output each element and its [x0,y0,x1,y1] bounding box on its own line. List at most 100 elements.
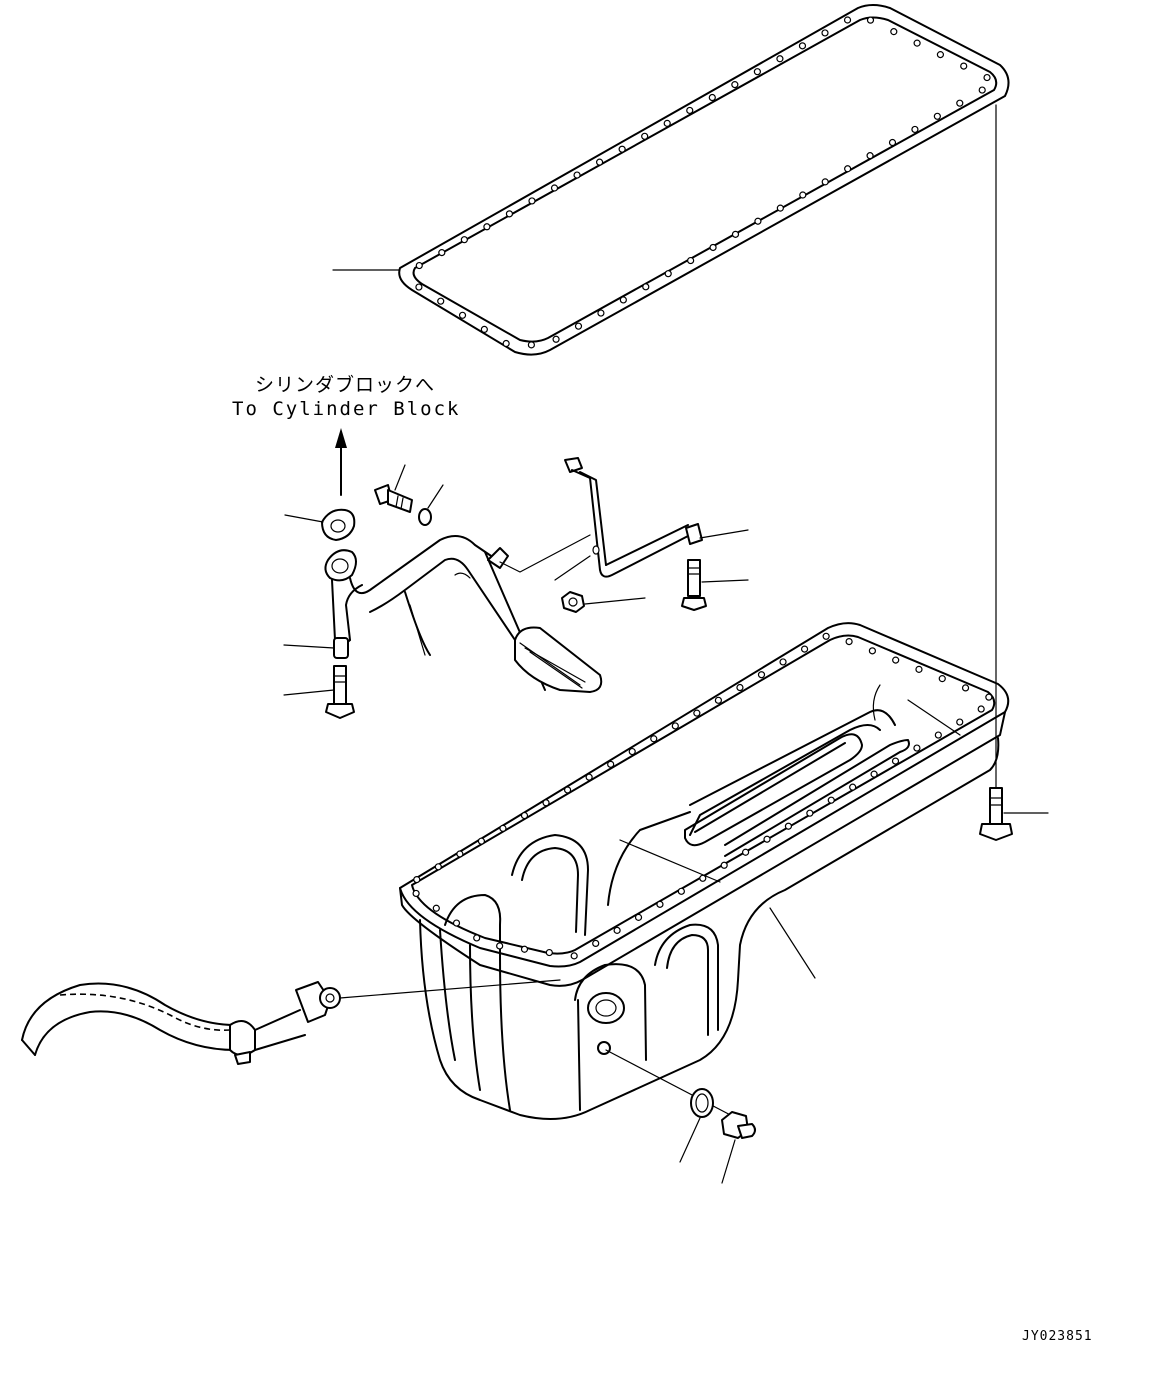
bolt-hole [663,119,671,127]
bolt-hole [985,693,993,701]
bolt-hole [799,191,807,199]
leader-spacer [283,644,335,649]
spacer [333,637,349,659]
bolt-hole [618,145,626,153]
bolt-hole [798,42,807,50]
bolt-hole [480,325,488,334]
leader-drain-plug [721,1139,736,1184]
bolt-hole [757,671,766,679]
bolt-hole [434,863,442,871]
washer [418,508,432,526]
bolt-hole [849,783,857,791]
bolt-hole [714,696,723,704]
drain-plug [721,1111,756,1139]
bolt-hole [460,236,468,244]
bolt-hole [763,835,771,843]
bolt-hole [456,850,464,858]
bolt-hole [597,309,605,317]
bolt-hole [806,809,814,817]
bolt-right [681,559,707,611]
leader-bolt-upper [394,464,406,491]
bolt-hole [913,744,921,752]
nut [561,591,585,613]
bolt-hole [933,112,941,120]
bolt-pan [979,787,1013,841]
leader-flange-gasket [284,514,324,523]
o-ring [690,1088,714,1118]
bolt-hole [520,945,529,953]
bolt-hole [776,204,784,212]
bolt-hole [483,223,491,231]
alignment-line-hose [339,979,561,999]
bolt-hole [915,665,923,673]
bolt-hole [528,197,536,205]
drawing-code: JY023851 [1022,1329,1093,1344]
bracket [564,457,703,578]
alignment-line-bracket [499,534,591,573]
bolt-hole [432,904,440,912]
bolt-hole [844,165,852,173]
bolt-hole [753,68,761,76]
bolt-hole [911,125,919,134]
bolt-hole [505,210,514,218]
bolt-hole [527,341,535,349]
bolt-hole [821,29,829,37]
bolt-upper [374,484,413,513]
bolt-hole [890,28,898,36]
leader-washer [427,484,444,509]
bolt-hole [477,837,486,845]
bolt-hole [913,39,921,47]
bolt-hole [731,81,739,89]
bolt-hole [413,875,421,884]
oil-suction-pipe [324,535,603,693]
bolt-hole [619,296,627,304]
leader-oil-pan [769,907,816,979]
bolt-hole [607,760,615,768]
bolt-hole [677,887,685,895]
bolt-hole [412,889,420,898]
bolt-hole [693,709,701,717]
bolt-hole [977,705,985,713]
bolt-hole [827,796,835,804]
bolt-hole [542,799,550,807]
bolt-hole [754,217,762,225]
drain-hose [21,981,341,1065]
bolt-hole [800,645,809,653]
bolt-hole [641,132,649,140]
bolt-hole [642,283,650,291]
bolt-hole [520,811,529,820]
bolt-hole [499,824,507,832]
bolt-hole [934,731,942,739]
bolt-hole [473,934,481,942]
bolt-hole [978,86,986,94]
bolt-hole [866,152,874,160]
bolt-hole [563,786,572,794]
bolt-hole [888,138,897,147]
bolt-hole [709,243,717,252]
bolt-hole [776,55,784,63]
bolt-hole [550,184,559,192]
bolt-hole [650,735,658,743]
bolt-hole [938,675,946,683]
alignment-line-drain [605,1049,741,1121]
leader-bolt-lower [283,689,335,696]
bolt-lower [325,665,355,719]
destination-label-jp: シリンダブロックへ [255,374,436,396]
bolt-hole [736,683,744,692]
bolt-hole [960,62,968,70]
bolt-hole [784,822,793,830]
alignment-line-nut [554,555,591,581]
bolt-hole [656,900,664,908]
bolt-hole [845,637,853,646]
bolt-hole [458,311,467,319]
bolt-hole [699,874,707,882]
bolt-hole [731,230,740,238]
bolt-hole [866,16,875,24]
bolt-hole [821,178,829,186]
up-arrow-icon [335,428,347,496]
bolt-hole [686,106,694,115]
bolt-hole [687,256,695,265]
bolt-hole [437,297,445,305]
